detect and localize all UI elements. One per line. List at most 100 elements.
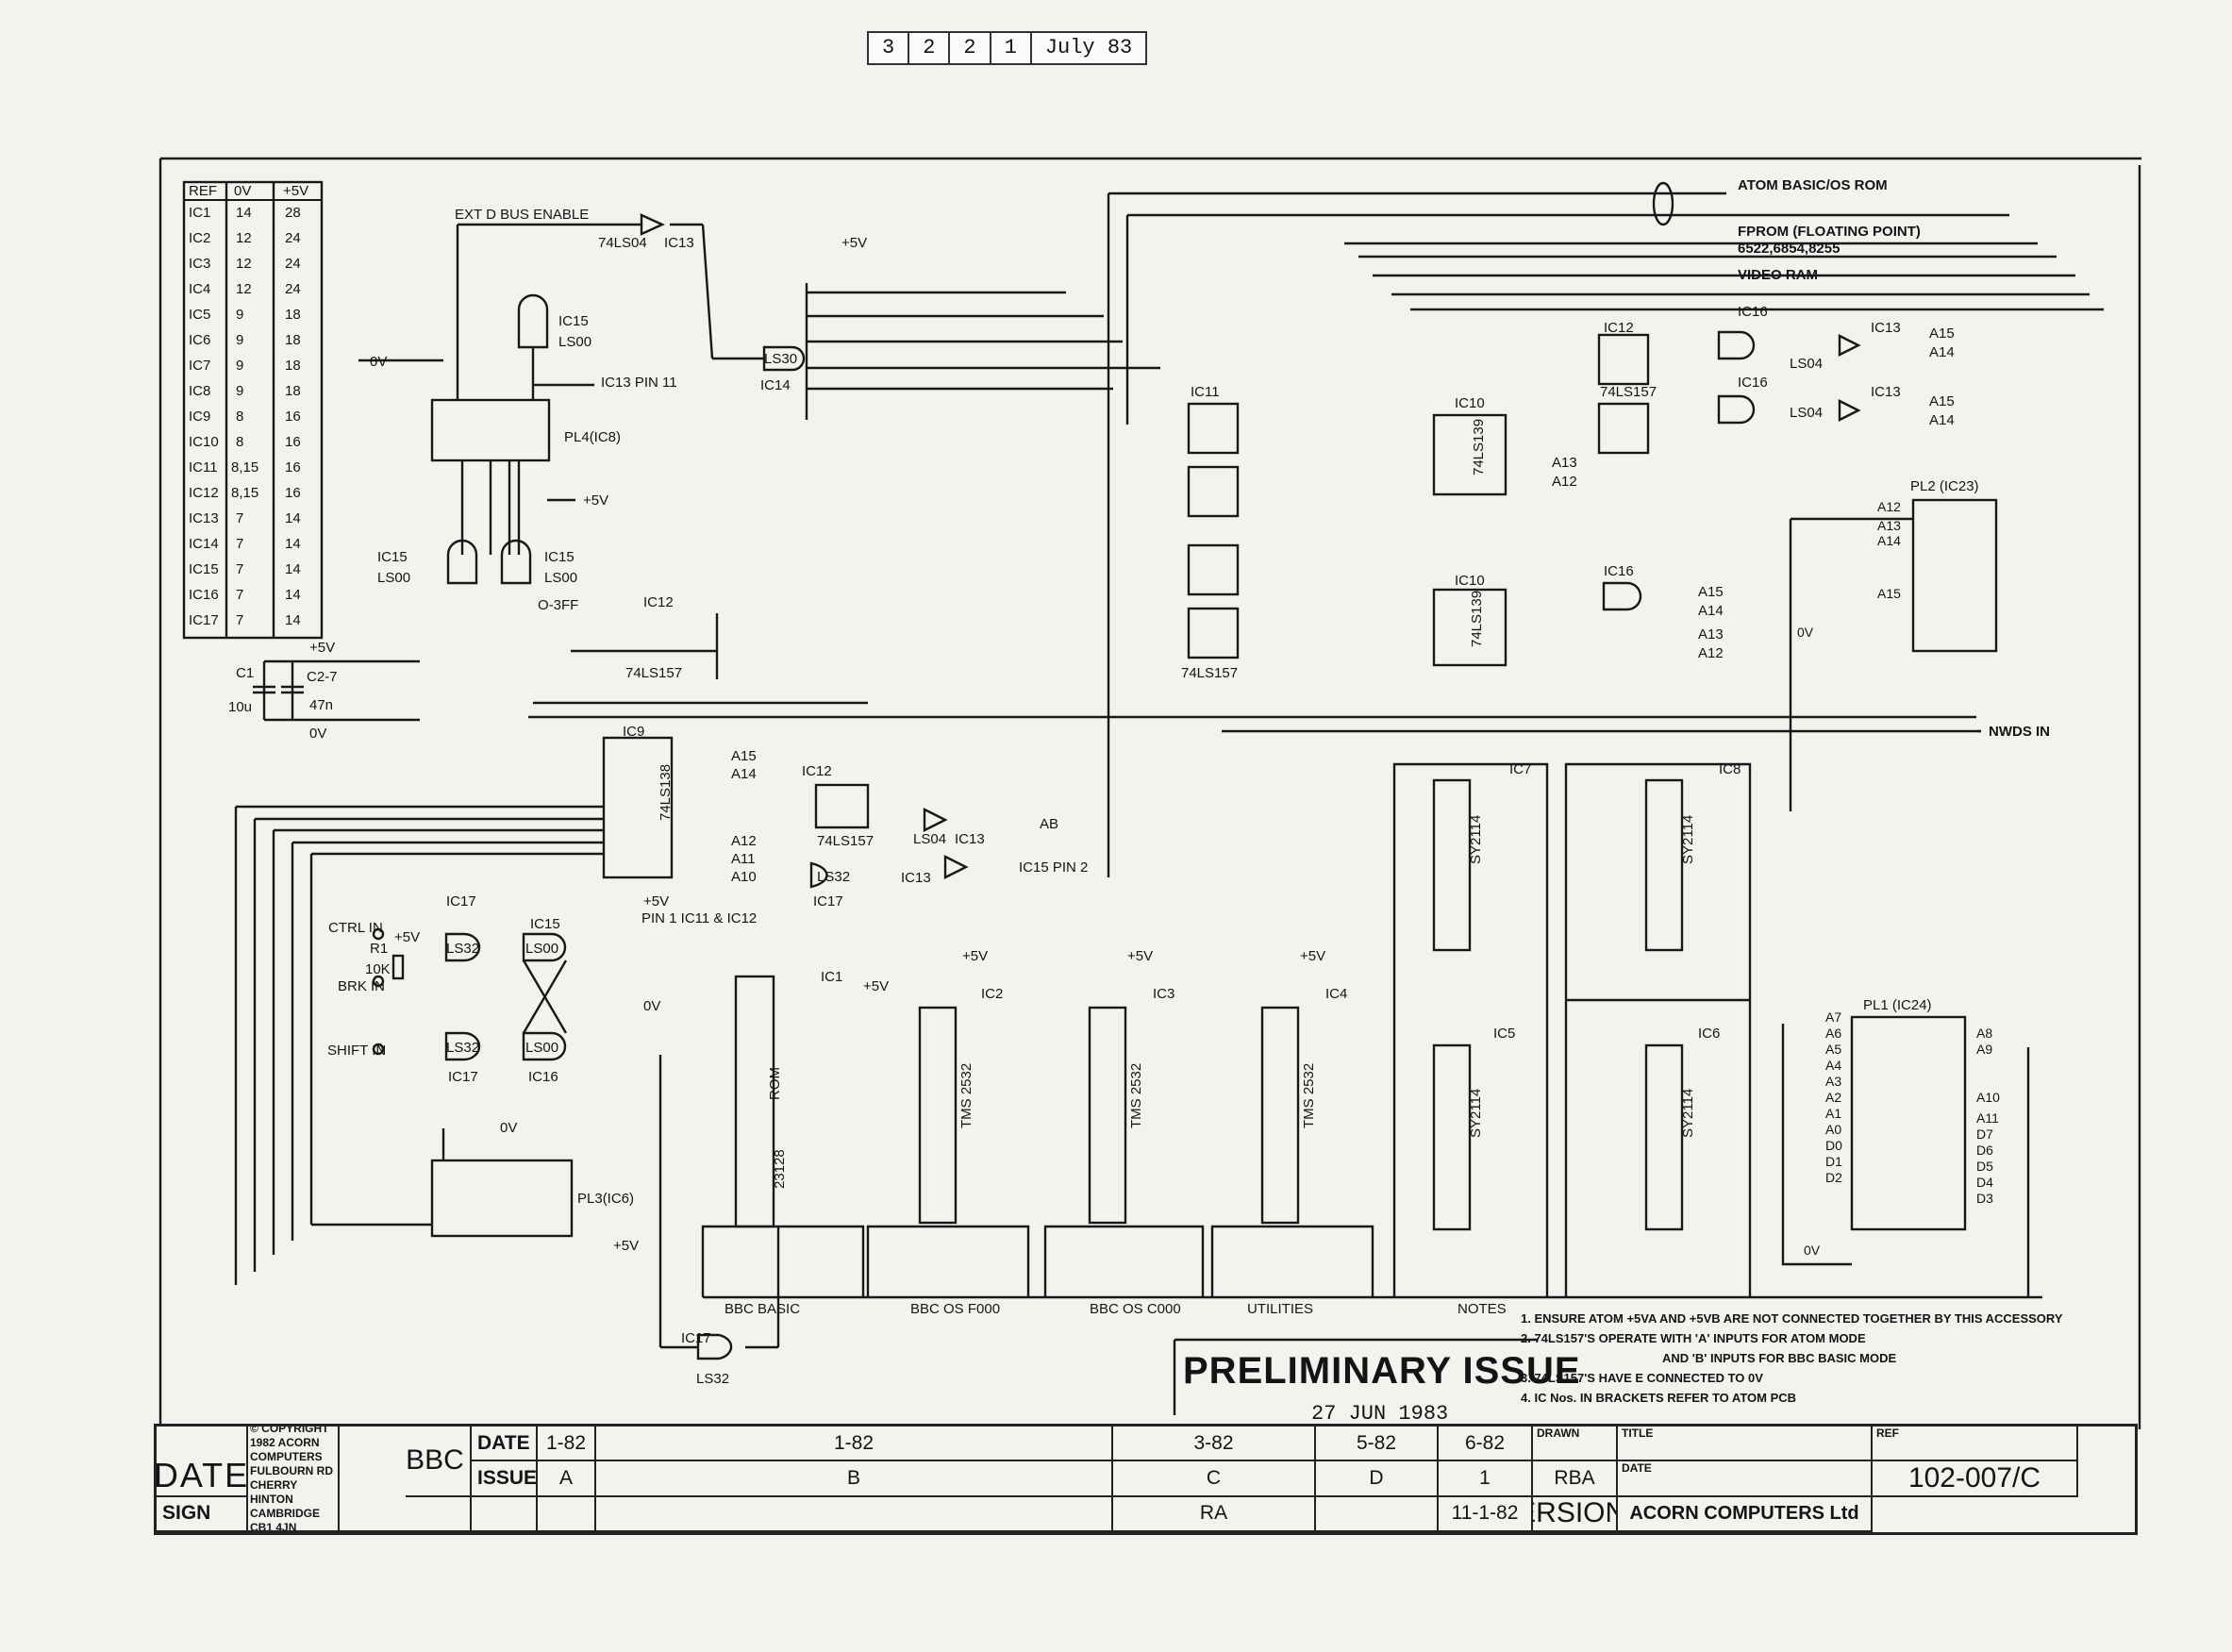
company-name: ACORN COMPUTERS Ltd xyxy=(1618,1496,1873,1532)
ic12-label: IC12 xyxy=(802,763,832,779)
sign-row-label: SIGN xyxy=(157,1496,248,1532)
ic1-type: 23128 xyxy=(772,1149,788,1189)
table-cell: 16 xyxy=(285,485,301,501)
ls30-label: LS30 xyxy=(764,351,797,367)
brk-in-label[interactable]: BRK IN xyxy=(338,978,385,994)
section-label-utilities: UTILITIES xyxy=(1247,1301,1313,1317)
sign-cell xyxy=(538,1496,596,1532)
a15-label: A15 xyxy=(1929,325,1955,342)
plus5v-label: +5V xyxy=(863,978,889,994)
ic17-label: IC17 xyxy=(446,893,476,909)
table-cell: IC14 xyxy=(189,536,219,552)
r1-label: R1 xyxy=(370,941,388,957)
a12-label: A12 xyxy=(1698,645,1724,661)
ic11-label: IC11 xyxy=(1191,384,1220,400)
ls00-label: LS00 xyxy=(558,334,591,350)
ic10-label: IC10 xyxy=(1455,573,1485,589)
ic14-label: IC14 xyxy=(760,377,791,393)
pl1-pin: A11 xyxy=(1976,1110,1999,1126)
table-cell: IC5 xyxy=(189,307,210,323)
copyright-block: © COPYRIGHT 1982 ACORN COMPUTERS FULBOUR… xyxy=(248,1427,340,1532)
table-cell: 8 xyxy=(236,434,243,450)
note-item: 3. 74LS157'S HAVE E CONNECTED TO 0V xyxy=(1521,1371,1763,1385)
ctrl-in-label[interactable]: CTRL IN xyxy=(328,920,383,936)
table-cell: 7 xyxy=(236,561,243,577)
pin1-label: PIN 1 IC11 & IC12 xyxy=(641,910,757,926)
zero-v-label: 0V xyxy=(309,726,326,742)
table-cell: IC6 xyxy=(189,332,210,348)
pl3-label: PL3(IC6) xyxy=(577,1191,634,1207)
a15-label: A15 xyxy=(1929,393,1955,409)
issue-cell: A xyxy=(538,1461,596,1497)
table-cell: 14 xyxy=(285,587,301,603)
ic13-label: IC13 xyxy=(901,870,931,886)
table-cell: 9 xyxy=(236,358,243,374)
ic15-label: IC15 xyxy=(377,549,408,565)
table-cell: 24 xyxy=(285,256,301,272)
ls04-label: LS04 xyxy=(1790,356,1823,372)
a14-label: A14 xyxy=(731,766,757,782)
a15-label: A15 xyxy=(731,748,757,764)
table-cell: 8,15 xyxy=(231,485,258,501)
title-block: DATE 1-82 1-82 3-82 5-82 6-82 DATE © COP… xyxy=(154,1424,2138,1535)
section-label-bbc-basic: BBC BASIC xyxy=(725,1301,800,1317)
ic10-type: 74LS139 xyxy=(1471,419,1487,476)
ls00-label: LS00 xyxy=(525,941,558,957)
zero-v-label: 0V xyxy=(1797,625,1814,640)
ls00-label: LS00 xyxy=(525,1040,558,1056)
pl1-pin: D5 xyxy=(1976,1159,1993,1174)
table-cell: 24 xyxy=(285,230,301,246)
ic12-label: IC12 xyxy=(1604,320,1634,336)
ls157-label: 74LS157 xyxy=(817,833,874,849)
issue-cell: 1 xyxy=(1439,1461,1533,1497)
pl1-pin: A1 xyxy=(1825,1106,1841,1121)
ic10-type: 74LS139 xyxy=(1469,591,1485,647)
a13-label: A13 xyxy=(1552,455,1577,471)
ref-label: REF xyxy=(1873,1427,2078,1462)
pl1-pin: A9 xyxy=(1976,1042,1992,1057)
ic2-type: TMS 2532 xyxy=(958,1063,974,1128)
table-cell: 8 xyxy=(236,409,243,425)
pl2-pin: A15 xyxy=(1877,586,1901,601)
date-cell: 3-82 xyxy=(1113,1427,1316,1462)
date-cell: 1-82 xyxy=(538,1427,596,1462)
ic8-type: SY2114 xyxy=(1680,815,1696,864)
table-header: +5V xyxy=(283,183,308,199)
zero-v-label: 0V xyxy=(1804,1243,1821,1258)
ic12-label: IC12 xyxy=(643,594,674,610)
pl2-pin: A12 xyxy=(1877,499,1901,514)
zero-v-label: 0V xyxy=(500,1120,517,1136)
c1-value: 10u xyxy=(228,699,252,715)
revision-stamp: 3 2 2 1 July 83 xyxy=(867,31,1148,65)
pl1-pin: D7 xyxy=(1976,1126,1993,1142)
c1-label: C1 xyxy=(236,665,254,681)
table-cell: 18 xyxy=(285,358,301,374)
table-cell: 7 xyxy=(236,510,243,526)
revision-cell: 2 xyxy=(909,33,951,63)
ls32-label: LS32 xyxy=(696,1371,729,1387)
pl1-pin: A4 xyxy=(1825,1058,1841,1073)
table-cell: 7 xyxy=(236,587,243,603)
pl1-pin: A3 xyxy=(1825,1074,1841,1089)
table-cell: 18 xyxy=(285,307,301,323)
pl1-pin: A7 xyxy=(1825,1010,1841,1025)
table-cell: IC15 xyxy=(189,561,219,577)
ic15-pin2-label: IC15 PIN 2 xyxy=(1019,859,1088,876)
table-cell: 16 xyxy=(285,434,301,450)
a13-label: A13 xyxy=(1698,626,1724,642)
ic5-label: IC5 xyxy=(1493,1026,1515,1042)
ic15-label: IC15 xyxy=(544,549,575,565)
issue-cell: D xyxy=(1316,1461,1439,1497)
shift-in-label[interactable]: SHIFT IN xyxy=(327,1043,386,1059)
ls157-label: 74LS157 xyxy=(625,665,682,681)
plus5v-label: +5V xyxy=(643,893,669,909)
ic15-label: IC15 xyxy=(558,313,589,329)
ic13-pin11-label: IC13 PIN 11 xyxy=(601,375,677,391)
o3ff-label: O-3FF xyxy=(538,597,578,613)
ls32-label: LS32 xyxy=(817,869,850,885)
table-cell: IC2 xyxy=(189,230,210,246)
drawing-title-2: CONVERSION CARD xyxy=(1533,1496,1618,1532)
spacer xyxy=(340,1427,406,1532)
date-cell: 1-82 xyxy=(596,1427,1113,1462)
drawing-ref: 102-007/C xyxy=(1873,1461,2078,1497)
